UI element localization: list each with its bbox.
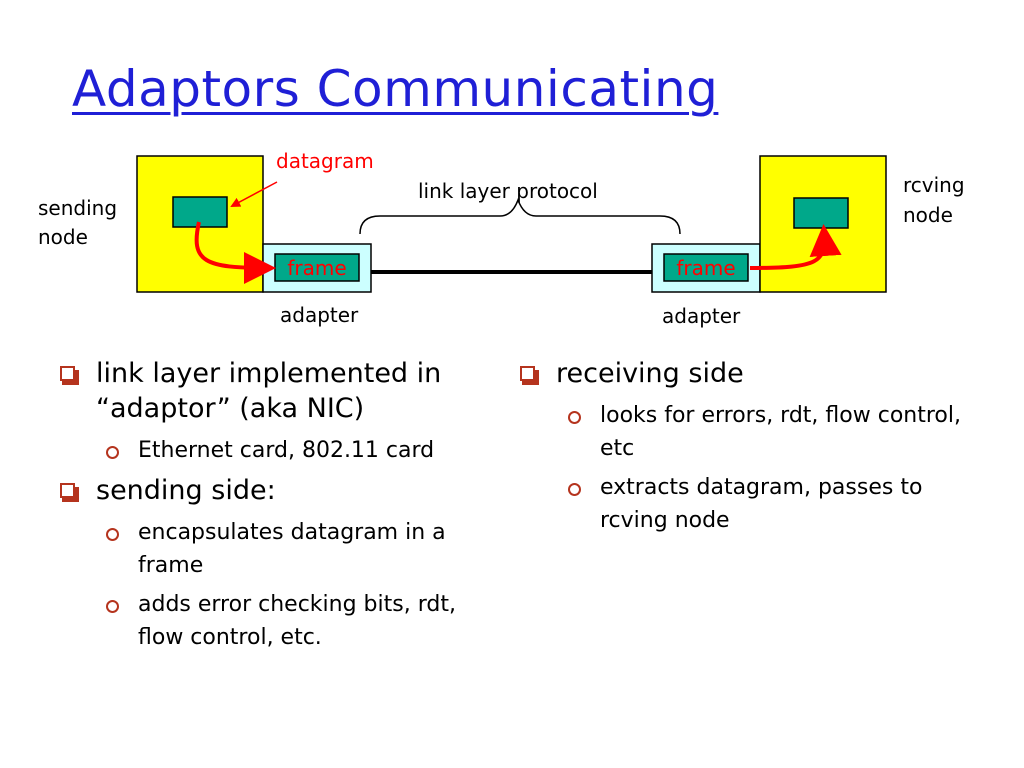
- extract-arrow: [749, 224, 842, 270]
- receiving-datagram-box: [793, 197, 849, 229]
- datagram-pointer-arrow: [230, 181, 278, 207]
- sub-bullet-encapsulates: encapsulates datagram in a frame: [58, 516, 498, 582]
- square-bullet-icon: [60, 483, 79, 502]
- receiving-adapter-label: adapter: [662, 304, 741, 328]
- sending-frame-label: frame: [287, 256, 346, 280]
- sending-adapter-label: adapter: [280, 303, 359, 327]
- circle-bullet-icon: [568, 483, 581, 496]
- sending-node-label-line1: sending: [38, 196, 117, 220]
- receiving-frame-label: frame: [676, 256, 735, 280]
- sub-bullet-looks-for-errors: looks for errors, rdt, flow control, etc: [518, 399, 988, 465]
- circle-bullet-icon: [568, 411, 581, 424]
- square-bullet-icon: [520, 366, 539, 385]
- circle-bullet-icon: [106, 600, 119, 613]
- sending-node-label-line2: node: [38, 225, 88, 249]
- bullet-text: receiving side: [556, 358, 744, 389]
- sub-bullet-text: encapsulates datagram in a frame: [138, 520, 446, 578]
- bullet-text: link layer implemented in “adaptor” (aka…: [96, 358, 442, 424]
- right-bullet-list: receiving side looks for errors, rdt, fl…: [518, 356, 988, 543]
- sub-bullet-text: adds error checking bits, rdt, flow cont…: [138, 592, 456, 650]
- bullet-receiving-side: receiving side: [518, 356, 988, 391]
- sub-bullet-text: Ethernet card, 802.11 card: [138, 438, 435, 463]
- sub-bullet-ethernet: Ethernet card, 802.11 card: [58, 434, 498, 467]
- circle-bullet-icon: [106, 446, 119, 459]
- datagram-label: datagram: [276, 149, 374, 173]
- sending-frame-box: [274, 253, 360, 282]
- left-bullet-list: link layer implemented in “adaptor” (aka…: [58, 356, 498, 660]
- receiving-frame-box: [663, 253, 749, 282]
- encapsulate-arrow: [194, 221, 276, 284]
- link-layer-protocol-label: link layer protocol: [418, 179, 598, 203]
- circle-bullet-icon: [106, 528, 119, 541]
- protocol-brace: [359, 197, 681, 235]
- rcving-node-label-line2: node: [903, 203, 953, 227]
- sub-bullet-extracts: extracts datagram, passes to rcving node: [518, 471, 988, 537]
- rcving-node-label-line1: rcving: [903, 173, 965, 197]
- bullet-link-layer: link layer implemented in “adaptor” (aka…: [58, 356, 498, 426]
- bullet-text: sending side:: [96, 475, 276, 506]
- sub-bullet-text: looks for errors, rdt, flow control, etc: [600, 403, 961, 461]
- adapter-diagram: frame frame datagram link layer protocol…: [38, 149, 965, 328]
- bullet-sending-side: sending side:: [58, 473, 498, 508]
- sending-datagram-box: [172, 196, 228, 228]
- sub-bullet-text: extracts datagram, passes to rcving node: [600, 475, 923, 533]
- page-title: Adaptors Communicating: [72, 60, 719, 118]
- sub-bullet-error-bits: adds error checking bits, rdt, flow cont…: [58, 588, 498, 654]
- square-bullet-icon: [60, 366, 79, 385]
